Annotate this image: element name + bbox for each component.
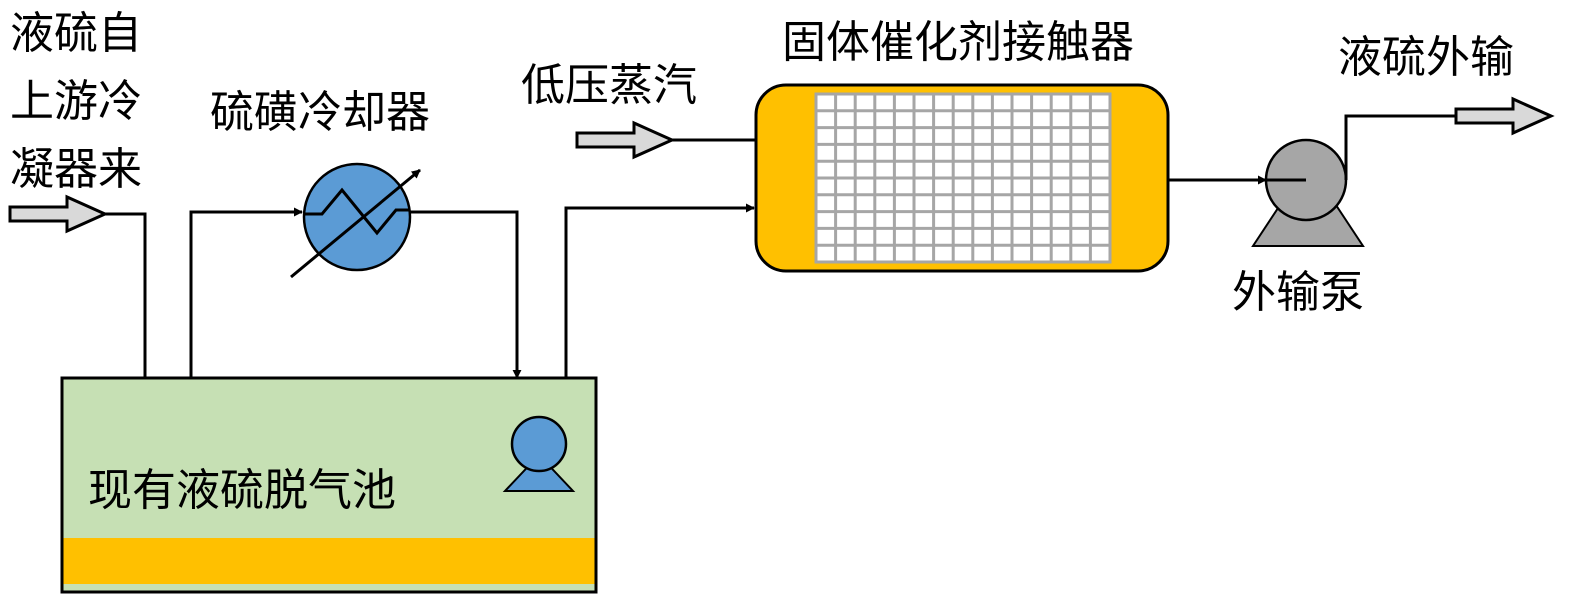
inlet-pipe [105,212,147,378]
cooler-label: 硫磺冷却器 [210,87,430,138]
inlet-label-line2: 上游冷 [10,76,142,127]
steam-hollow-arrow-icon [575,120,676,160]
outlet-label: 液硫外输 [1338,32,1514,83]
pipe-pit-to-contactor [564,203,755,378]
pipe-cooler-to-pit [410,210,522,379]
catalyst-bed-grid [814,92,1112,264]
degassing-pit: 现有液硫脱气池 [60,376,598,594]
steam-label: 低压蒸汽 [521,60,697,111]
pipe-pit-to-cooler [189,207,303,378]
inlet-label-line1: 液硫自 [10,8,142,59]
inlet-label-line3: 凝器来 [10,144,142,195]
pit-label: 现有液硫脱气池 [88,465,396,516]
inlet-hollow-arrow-icon [8,194,109,234]
pump-label: 外输泵 [1232,267,1364,318]
pit-liquid-band [63,538,595,584]
catalyst-contactor [754,83,1170,273]
outlet-pipe [1344,114,1456,180]
pit-pump-icon [502,415,576,492]
contactor-label: 固体催化剂接触器 [782,17,1134,68]
outlet-hollow-arrow-icon [1454,96,1555,136]
heat-exchanger-icon [290,162,421,279]
